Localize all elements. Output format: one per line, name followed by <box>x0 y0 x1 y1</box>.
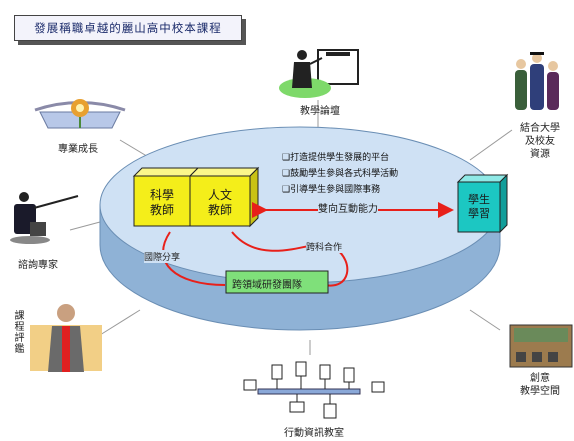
platform-bullet-3: ❑引導學生參與國際事務 <box>282 182 380 195</box>
science-teacher-box <box>132 167 200 227</box>
student-learning-line-1: 學生 <box>468 193 490 206</box>
teaching-forum-icon <box>279 49 359 98</box>
mobile-network-label: 行動資訊教室 <box>284 428 344 439</box>
innovative-classroom-line-1: 創意 <box>530 373 550 384</box>
platform-bullet-3-text: 引導學生參與國際事務 <box>290 185 381 195</box>
innovative-classroom-line-2: 教學空間 <box>520 386 560 397</box>
platform-bullet-2: ❑鼓勵學生參與各式科學活動 <box>282 166 398 179</box>
platform-bullet-1-text: 打造提供學生發展的平台 <box>290 153 390 163</box>
expert-presenter-icon <box>10 192 79 244</box>
student-learning-label: 學生 學習 <box>458 193 500 221</box>
science-teacher-line-1: 科學 <box>149 188 174 202</box>
teaching-forum-label: 教學論壇 <box>300 106 340 117</box>
science-teacher-label: 科學 教師 <box>136 188 188 218</box>
professional-growth-label: 專業成長 <box>58 144 98 155</box>
student-learning-line-2: 學習 <box>468 207 490 220</box>
student-learning-box <box>456 173 509 234</box>
university-resources-line-2: 及校友 <box>525 136 555 147</box>
curriculum-evaluation-label: 課程評鑑 <box>12 310 23 354</box>
network-computers-icon <box>243 361 385 419</box>
connector-lines <box>69 100 513 355</box>
two-way-arrow-label: 雙向互動能力 <box>318 200 378 215</box>
humanities-teacher-box <box>188 166 260 228</box>
visiting-experts-label: 諮詢專家 <box>18 260 58 271</box>
diagram-title: 發展稱職卓越的麗山高中校本課程 <box>14 15 242 41</box>
evaluator-icon <box>30 304 102 372</box>
classroom-icon <box>509 324 573 368</box>
humanities-teacher-line-2: 教師 <box>207 203 232 217</box>
checkbox-icon: ❑ <box>282 169 291 179</box>
innovative-classroom-label: 創意 教學空間 <box>510 372 570 398</box>
university-resources-line-1: 結合大學 <box>520 123 560 134</box>
international-sharing-label: 國際分享 <box>144 250 181 263</box>
platform-bullet-1: ❑打造提供學生發展的平台 <box>282 150 389 163</box>
research-team-box <box>225 270 329 294</box>
professional-growth-icon <box>34 99 126 129</box>
checkbox-icon: ❑ <box>282 185 291 195</box>
loop-curve-left <box>162 231 226 286</box>
university-resources-label: 結合大學 及校友 資源 <box>512 122 568 161</box>
checkbox-icon: ❑ <box>282 153 291 163</box>
humanities-teacher-line-1: 人文 <box>207 188 232 202</box>
research-team-label: 跨領域研發團隊 <box>232 280 302 291</box>
graduates-icon <box>515 52 559 110</box>
platform-bullet-2-text: 鼓勵學生參與各式科學活動 <box>290 169 399 179</box>
science-teacher-line-2: 教師 <box>149 203 174 217</box>
cross-subject-label: 跨科合作 <box>306 240 343 253</box>
university-resources-line-3: 資源 <box>530 149 550 160</box>
humanities-teacher-label: 人文 教師 <box>192 188 248 218</box>
